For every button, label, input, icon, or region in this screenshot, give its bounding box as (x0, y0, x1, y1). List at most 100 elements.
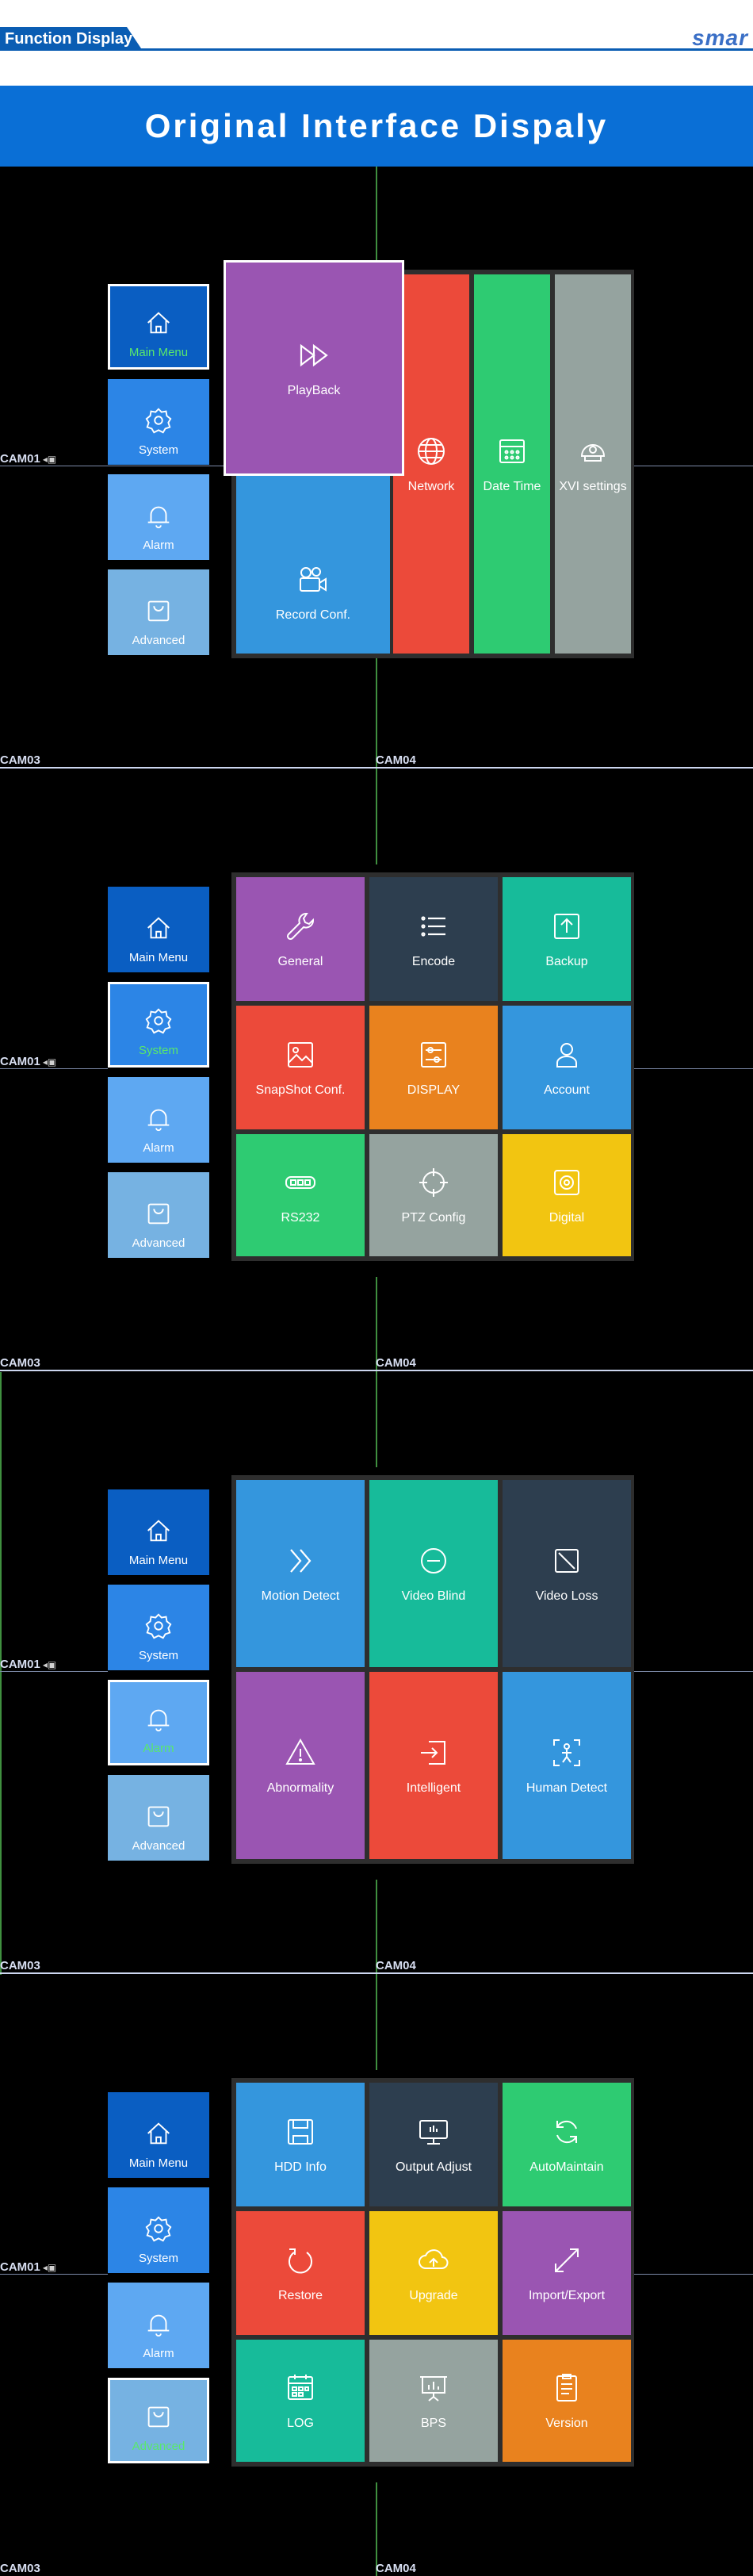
tile-version[interactable]: Version (503, 2340, 631, 2462)
cam03-label: CAM03 (0, 2562, 40, 2575)
home-icon (147, 917, 170, 939)
crosshair-icon (419, 1168, 448, 1197)
nav-system[interactable]: System (108, 2187, 209, 2273)
restore-icon (289, 2248, 312, 2274)
tile-restore[interactable]: Restore (236, 2211, 365, 2335)
tile-bps[interactable]: BPS (369, 2340, 498, 2462)
cam04-label: CAM04 (376, 1356, 416, 1370)
bag-icon (147, 600, 170, 622)
tile-digital[interactable]: Digital (503, 1134, 631, 1256)
tile-date-time[interactable]: Date Time (474, 274, 550, 654)
cam03-label: CAM03 (0, 753, 40, 767)
tile-video-blind[interactable]: Video Blind (369, 1480, 498, 1667)
tile-record-conf[interactable]: Record Conf. (236, 460, 390, 654)
nav-system[interactable]: System (108, 982, 209, 1068)
header-divider (0, 48, 753, 51)
bag-icon (147, 2406, 170, 2428)
home-icon (147, 2122, 170, 2145)
nav-alarm[interactable]: Alarm (108, 1680, 209, 1765)
dome-camera-icon (580, 444, 606, 462)
upload-box-icon (554, 914, 579, 939)
globe-icon (418, 438, 445, 465)
grid-line (376, 1277, 377, 1372)
grid-line (376, 1975, 377, 2070)
tile-encode[interactable]: Encode (369, 877, 498, 1001)
gear-icon (145, 408, 172, 434)
tile-playback[interactable]: PlayBack (224, 260, 404, 476)
tile-automaintain[interactable]: AutoMaintain (503, 2083, 631, 2206)
nav-advanced[interactable]: Advanced (108, 2378, 209, 2463)
bag-icon (147, 1806, 170, 1827)
grid-line (0, 1671, 108, 1672)
fast-forward-icon (300, 343, 328, 367)
tile-xvi-settings[interactable]: XVI settings (555, 274, 631, 654)
tile-human-detect[interactable]: Human Detect (503, 1672, 631, 1859)
warning-icon (285, 1738, 315, 1765)
page-header: Function Display smar (0, 0, 753, 56)
tile-motion-detect[interactable]: Motion Detect (236, 1480, 365, 1667)
tile-hdd-info[interactable]: HDD Info (236, 2083, 365, 2206)
nav-alarm[interactable]: Alarm (108, 474, 209, 560)
tile-abnormality[interactable]: Abnormality (236, 1672, 365, 1859)
bell-icon (147, 1709, 170, 1732)
nav-system[interactable]: System (108, 1585, 209, 1670)
grid-line (376, 2482, 377, 2576)
nav-main-menu[interactable]: Main Menu (108, 2092, 209, 2178)
grid-line (0, 767, 753, 769)
gear-icon (145, 1008, 172, 1034)
slash-square-icon (555, 1549, 579, 1573)
wrench-icon (286, 913, 314, 941)
tile-log[interactable]: LOG (236, 2340, 365, 2462)
tile-upgrade[interactable]: Upgrade (369, 2211, 498, 2335)
nav-alarm[interactable]: Alarm (108, 1077, 209, 1163)
tile-backup[interactable]: Backup (503, 877, 631, 1001)
tile-rs232[interactable]: RS232 (236, 1134, 365, 1256)
calendar-icon (499, 439, 525, 463)
bell-icon (147, 1109, 170, 1132)
nav-main-menu[interactable]: Main Menu (108, 1489, 209, 1575)
screen-advanced: CAM01◂▣ CAM03 CAM04 Main Menu System Ala… (0, 1975, 753, 2576)
home-icon (147, 312, 170, 334)
grid-line (634, 2274, 753, 2275)
tile-snapshot-conf[interactable]: SnapShot Conf. (236, 1006, 365, 1129)
cam04-label: CAM04 (376, 753, 416, 767)
tile-video-loss[interactable]: Video Loss (503, 1480, 631, 1667)
nav-system[interactable]: System (108, 379, 209, 465)
bell-icon (147, 506, 170, 529)
grid-line (376, 1880, 377, 1975)
tile-output-adjust[interactable]: Output Adjust (369, 2083, 498, 2206)
grid-line (634, 1068, 753, 1069)
tile-ptz-config[interactable]: PTZ Config (369, 1134, 498, 1256)
video-camera-icon (300, 567, 327, 592)
image-icon (288, 1042, 313, 1068)
serial-port-icon (285, 1176, 315, 1189)
cam01-label: CAM01◂▣ (0, 452, 57, 466)
nav-main-menu[interactable]: Main Menu (108, 887, 209, 972)
cam03-label: CAM03 (0, 1959, 40, 1972)
tile-display[interactable]: DISPLAY (369, 1006, 498, 1129)
refresh-icon (556, 2120, 577, 2144)
nav-advanced[interactable]: Advanced (108, 1172, 209, 1258)
cam01-label: CAM01◂▣ (0, 1055, 57, 1068)
tile-account[interactable]: Account (503, 1006, 631, 1129)
cloud-upload-icon (419, 2249, 449, 2269)
tile-import-export[interactable]: Import/Export (503, 2211, 631, 2335)
person-scan-icon (553, 1739, 580, 1766)
nav-advanced[interactable]: Advanced (108, 569, 209, 655)
chart-board-icon (420, 2376, 447, 2402)
screen-system: CAM01◂▣ CAM03 CAM04 Main Menu System Ala… (0, 769, 753, 1372)
disk-icon (288, 2119, 313, 2145)
banner-title: Original Interface Dispaly (0, 86, 753, 167)
nav-alarm[interactable]: Alarm (108, 2283, 209, 2368)
tile-general[interactable]: General (236, 877, 365, 1001)
bell-icon (147, 2314, 170, 2337)
cam01-label: CAM01◂▣ (0, 1658, 57, 1671)
digital-channel-icon (554, 1170, 579, 1195)
tile-network[interactable]: Network (393, 274, 469, 654)
tile-intelligent[interactable]: Intelligent (369, 1672, 498, 1859)
document-icon (556, 2374, 577, 2402)
sliders-icon (421, 1042, 446, 1068)
enter-box-icon (421, 1741, 445, 1765)
nav-main-menu[interactable]: Main Menu (108, 284, 209, 370)
nav-advanced[interactable]: Advanced (108, 1775, 209, 1861)
